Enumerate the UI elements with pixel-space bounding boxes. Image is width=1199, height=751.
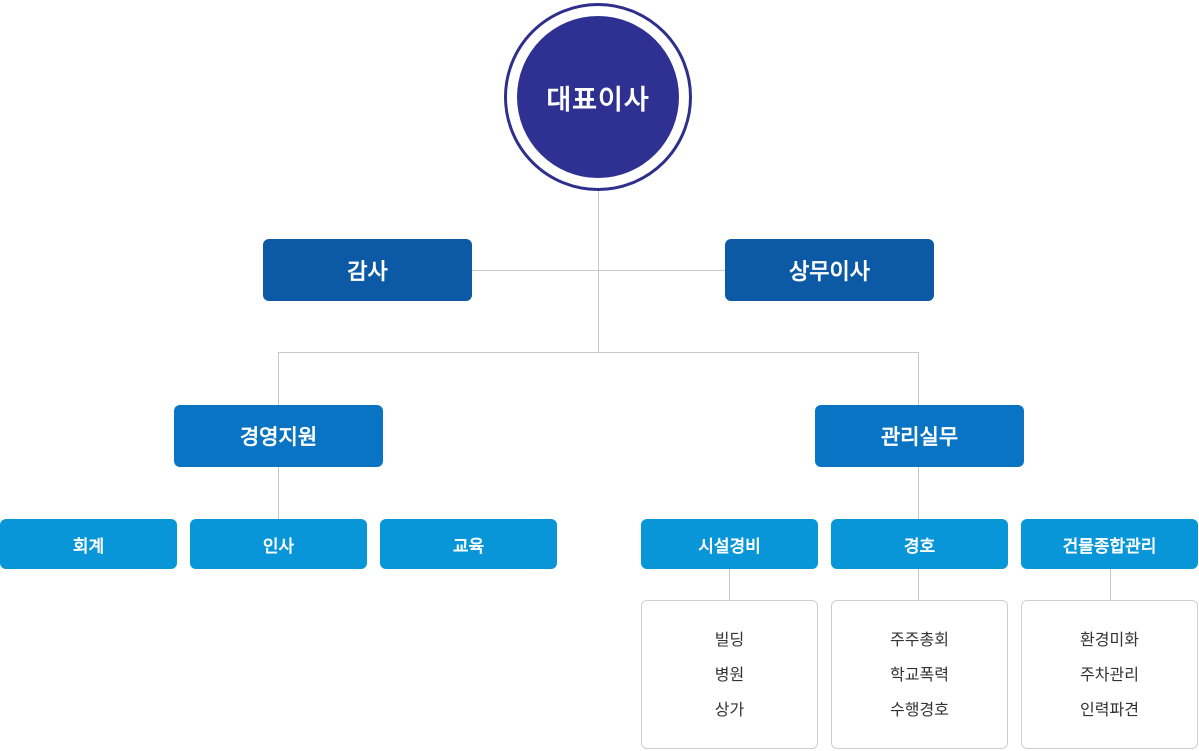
management-support-label: 경영지원 (239, 425, 318, 449)
connector-support-to-hr (278, 467, 279, 519)
building-management-node: 건물종합관리 (1021, 519, 1198, 569)
operations-node: 관리실무 (815, 405, 1024, 467)
auditor-node: 감사 (263, 239, 472, 301)
detail-item: 상가 (714, 700, 745, 719)
education-node: 교육 (380, 519, 557, 569)
bodyguard-details: 주주총회 학교폭력 수행경호 (831, 600, 1008, 749)
facility-security-node: 시설경비 (641, 519, 818, 569)
detail-item: 주차관리 (1080, 665, 1139, 684)
building-management-label: 건물종합관리 (1062, 536, 1157, 557)
hr-node: 인사 (190, 519, 367, 569)
detail-item: 빌딩 (714, 630, 745, 649)
ceo-label: 대표이사 (546, 84, 650, 116)
detail-item: 환경미화 (1080, 630, 1139, 649)
connector-level1-horizontal (472, 270, 725, 271)
management-support-node: 경영지원 (174, 405, 383, 467)
connector-ceo-trunk (598, 190, 599, 352)
education-label: 교육 (452, 536, 485, 557)
accounting-node: 회계 (0, 519, 177, 569)
connector-facility-details (729, 569, 730, 600)
ceo-node: 대표이사 (517, 16, 679, 178)
hr-label: 인사 (262, 536, 295, 557)
connector-operations-drop (918, 352, 919, 406)
accounting-label: 회계 (72, 536, 105, 557)
connector-building-details (1110, 569, 1111, 600)
bodyguard-label: 경호 (903, 536, 936, 557)
detail-item: 학교폭력 (890, 665, 949, 684)
connector-operations-to-guard (918, 467, 919, 519)
managing-director-node: 상무이사 (725, 239, 934, 301)
managing-director-label: 상무이사 (789, 260, 870, 285)
connector-support-drop (278, 352, 279, 406)
bodyguard-node: 경호 (831, 519, 1008, 569)
facility-security-label: 시설경비 (698, 536, 761, 557)
detail-item: 수행경호 (890, 700, 949, 719)
building-management-details: 환경미화 주차관리 인력파견 (1021, 600, 1198, 749)
connector-guard-details (918, 569, 919, 600)
connector-level2-horizontal (278, 352, 919, 353)
ceo-node-ring: 대표이사 (504, 3, 692, 191)
operations-label: 관리실무 (880, 425, 959, 449)
detail-item: 주주총회 (890, 630, 949, 649)
facility-security-details: 빌딩 병원 상가 (641, 600, 818, 749)
detail-item: 병원 (714, 665, 745, 684)
auditor-label: 감사 (347, 260, 388, 285)
detail-item: 인력파견 (1080, 700, 1139, 719)
